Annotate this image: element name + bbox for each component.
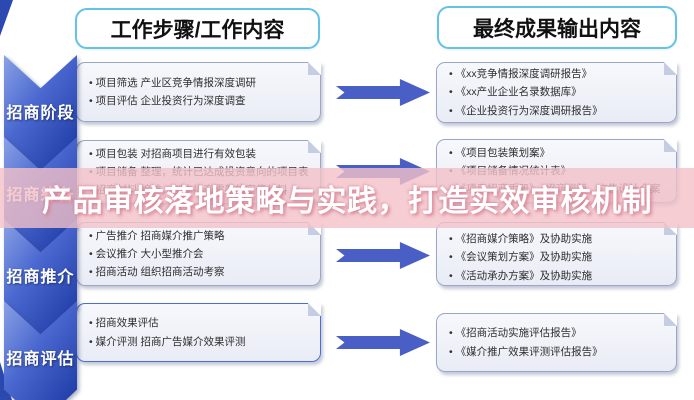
stage-label-3: 招商推介 — [6, 269, 75, 286]
bullet-item: 媒介评测 招商广告媒介效果评测 — [87, 334, 312, 350]
stage-label-4: 招商评估 — [6, 351, 75, 368]
bullet-item: 《招商媒介策略》及协助实施 — [447, 231, 668, 247]
bullet-item: 《xx竞争情报深度调研报告》 — [447, 66, 668, 82]
work-column-header: 工作步骤/工作内容 — [75, 8, 320, 49]
bullet-item: 项目筛选 产业区竞争情报深度调研 — [87, 75, 312, 91]
output-column-header: 最终成果输出内容 — [437, 6, 677, 49]
output-panel-3: 《招商媒介策略》及协助实施《会议策划方案》及协助实施《活动承办方案》及协助实施 — [436, 222, 677, 286]
bullet-item: 招商效果评估 — [87, 315, 312, 331]
bullet-item: 广告推介 招商媒介推广策略 — [87, 228, 312, 244]
right-arrow-icon — [336, 79, 430, 106]
work-panel-4: 招商效果评估媒介评测 招商广告媒介效果评测 — [76, 303, 321, 362]
bullet-item: 项目包装 对招商项目进行有效包装 — [87, 146, 312, 162]
bullet-item: 项目评估 企业投资行为深度调查 — [87, 93, 312, 109]
stage-chevron-4: 招商评估 — [4, 301, 77, 400]
bullet-item: 《xx产业企业名录数据库》 — [447, 84, 668, 100]
bullet-item: 《活动承办方案》及协助实施 — [447, 268, 668, 284]
bullet-item: 《会议策划方案》及协助实施 — [447, 249, 668, 265]
work-column-header-label: 工作步骤/工作内容 — [110, 18, 285, 42]
bullet-item: 《企业投资行为深度调研报告》 — [447, 103, 668, 119]
banner-title: 产品审核落地策略与实践，打造实效审核机制 — [42, 185, 652, 218]
right-arrow-icon — [336, 242, 430, 269]
right-arrow-icon — [336, 329, 430, 356]
output-panel-1: 《xx竞争情报深度调研报告》《xx产业企业名录数据库》《企业投资行为深度调研报告… — [436, 62, 677, 123]
bullet-item: 会议推介 大小型推介会 — [87, 246, 312, 262]
bullet-item: 《招商活动实施评估报告》 — [447, 325, 668, 341]
work-panel-1: 项目筛选 产业区竞争情报深度调研项目评估 企业投资行为深度调查 — [76, 62, 321, 122]
edge-chevron-fragment-top — [0, 0, 13, 36]
bullet-item: 《项目包装策划案》 — [447, 145, 668, 161]
stage-label-1: 招商阶段 — [6, 105, 75, 122]
output-panel-4: 《招商活动实施评估报告》《媒介推广效果评测评估报告》 — [436, 313, 677, 372]
banner-overlay: 产品审核落地策略与实践，打造实效审核机制 — [0, 168, 694, 228]
output-column-header-label: 最终成果输出内容 — [473, 17, 641, 41]
bullet-item: 《媒介推广效果评测评估报告》 — [447, 344, 668, 360]
bullet-item: 招商活动 组织招商活动考察 — [87, 264, 312, 280]
work-panel-3: 广告推介 招商媒介推广策略会议推介 大小型推介会招商活动 组织招商活动考察 — [76, 222, 321, 286]
